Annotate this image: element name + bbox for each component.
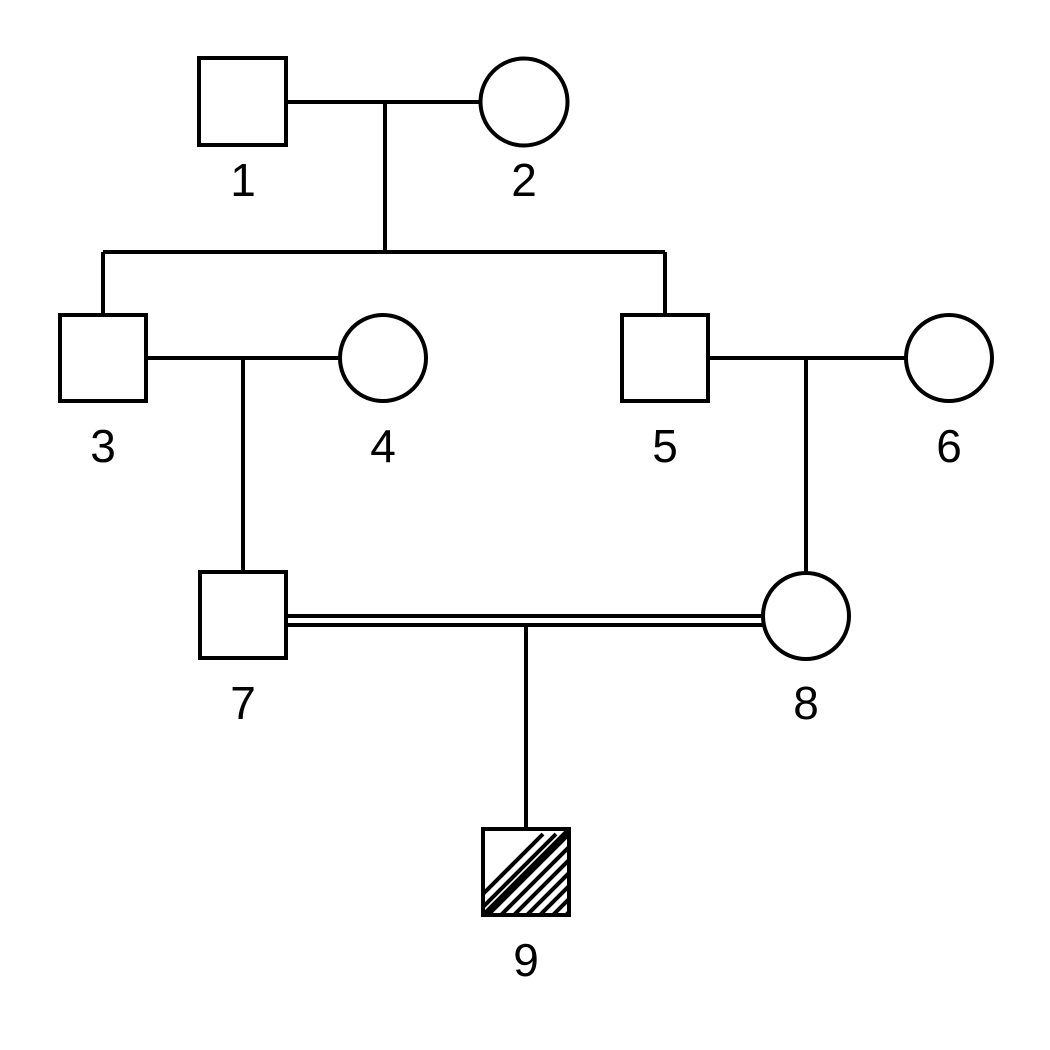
label-individual-5: 5 [652,420,678,472]
symbol-individual-1-male[interactable] [197,56,288,147]
label-individual-8: 8 [793,677,819,729]
symbol-individual-5-male[interactable] [620,313,710,403]
label-individual-9: 9 [513,934,539,986]
label-individual-3: 3 [90,420,116,472]
label-individual-4: 4 [370,420,396,472]
symbol-individual-4-female[interactable] [338,313,428,403]
symbol-individual-9-outline [481,827,571,917]
symbol-individual-2-female[interactable] [478,56,570,148]
symbol-individual-9-male-affected[interactable] [431,827,660,946]
hatch-fill-individual-9 [483,829,569,915]
label-individual-1: 1 [230,154,256,206]
label-individual-6: 6 [936,420,962,472]
symbol-individual-3-male[interactable] [58,313,148,403]
symbol-individual-8-female[interactable] [761,571,851,661]
label-individual-2: 2 [511,154,537,206]
symbol-individual-6-female[interactable] [904,313,994,403]
generation-2-group: 3 4 5 6 [58,313,994,573]
generation-3-group: 7 8 [198,570,851,830]
generation-4-group: 9 [431,827,660,986]
generation-1-group: 1 2 [101,56,667,315]
symbol-individual-7-male[interactable] [198,570,288,660]
label-individual-7: 7 [230,677,256,729]
